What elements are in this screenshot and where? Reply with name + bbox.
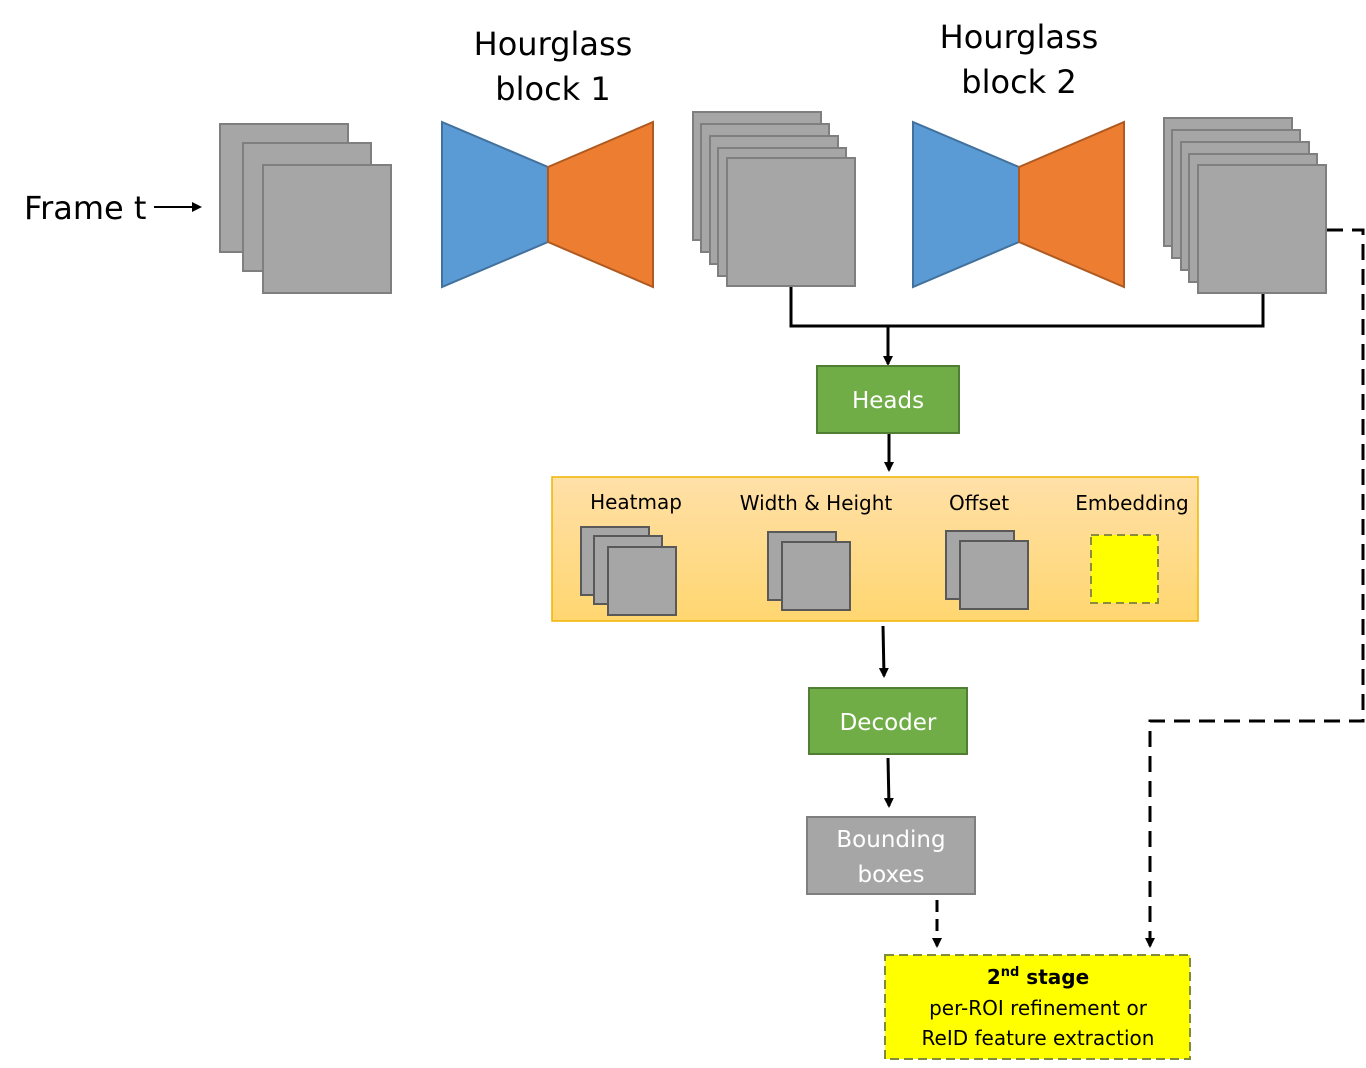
offset-maps [945,530,1029,610]
hourglass-block-2 [912,120,1125,289]
heatmap-maps [580,526,677,616]
hourglass-1-decoder [547,120,654,289]
decoder-label: Decoder [840,710,937,736]
hourglass-1-encoder [441,120,549,289]
hourglass-2-title-line1: Hourglass [940,18,1099,56]
features-to-second-stage-connector [1145,228,1365,948]
hourglass-2-encoder [912,120,1020,289]
bounding-boxes-line2: boxes [857,862,924,888]
hourglass-1-title-line2: block 1 [495,70,610,108]
second-stage-title-rest: stage [1019,965,1089,989]
decoder-box [808,687,968,755]
hourglass-1-title-line1: Hourglass [474,25,633,63]
embedding-label: Embedding [1075,491,1188,515]
heads-box [816,365,960,434]
bounding-boxes-box [806,816,976,895]
frame-t-label: Frame t [24,189,146,227]
second-stage-title-sup: nd [1001,965,1020,980]
merge-connector [789,287,1265,328]
hourglass-block-1 [441,120,654,289]
offset-label: Offset [949,491,1009,515]
decoder-to-bboxes-arrow [883,757,894,808]
hourglass-2-decoder [1018,120,1125,289]
second-stage-title-number: 2 [987,965,1001,989]
bounding-boxes-line1: Bounding [836,827,945,853]
width-height-maps [767,531,851,611]
hourglass-2-title-line2: block 2 [961,63,1076,101]
embedding-map [1090,534,1159,604]
second-stage-line2: per-ROI refinement or [929,996,1148,1020]
second-stage-title: 2nd stage [987,965,1089,989]
block-2-feature-stack [1163,117,1327,294]
second-stage-box [884,954,1191,1060]
block-1-feature-stack [692,111,856,287]
width-height-label: Width & Height [740,491,893,515]
heatmap-label: Heatmap [590,490,682,514]
heads-label: Heads [852,388,924,414]
second-stage-line3: ReID feature extraction [922,1026,1155,1050]
input-feature-stack [219,123,392,294]
outputs-to-decoder-arrow [878,625,889,678]
